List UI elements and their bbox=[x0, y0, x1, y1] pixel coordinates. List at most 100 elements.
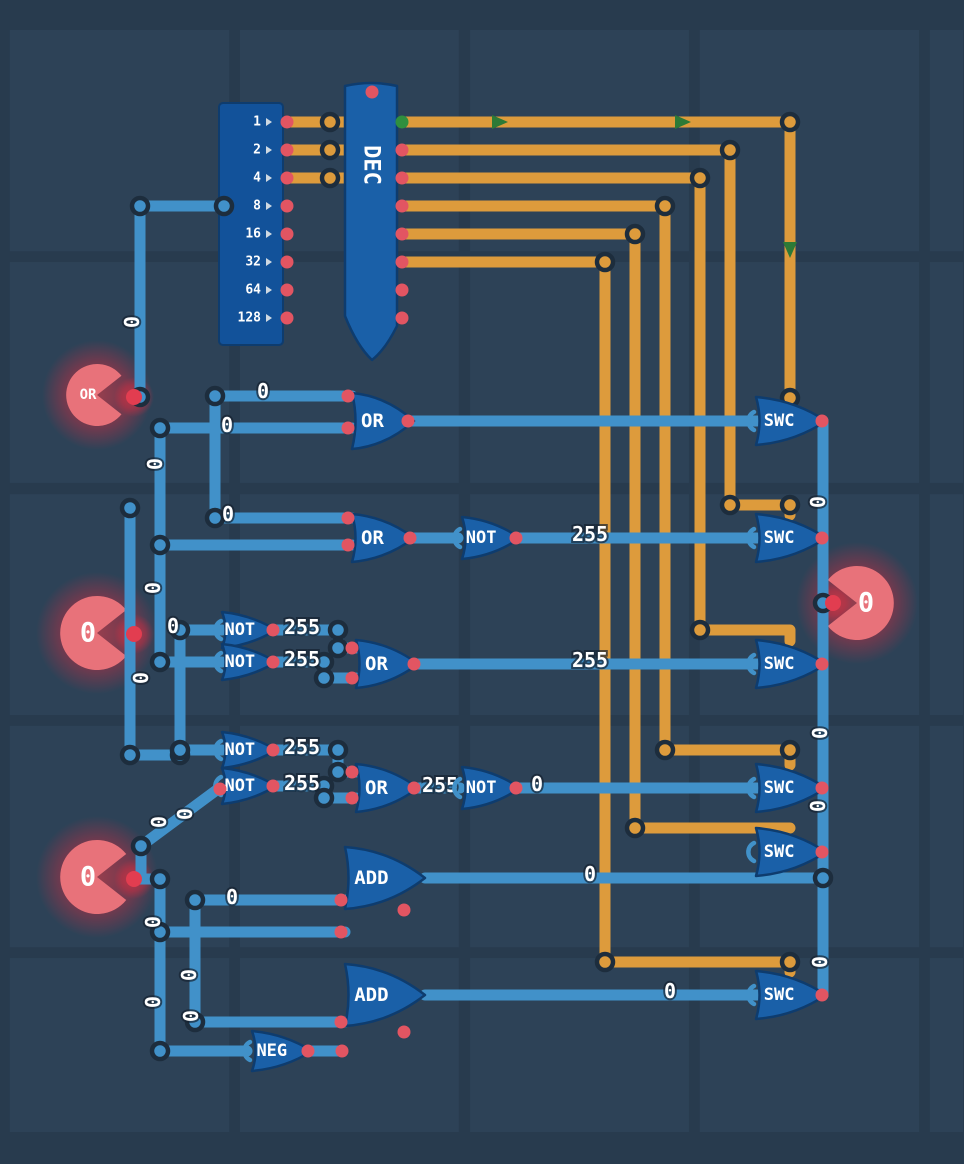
io-pad-pin-dot[interactable] bbox=[126, 389, 142, 405]
pin-dot[interactable] bbox=[280, 115, 294, 129]
pin-dot[interactable] bbox=[395, 283, 409, 297]
pin-dot[interactable] bbox=[341, 389, 355, 403]
wire-node[interactable] bbox=[313, 667, 335, 689]
gate-swc[interactable] bbox=[754, 826, 828, 878]
wire-node[interactable] bbox=[130, 835, 152, 857]
wire-node[interactable] bbox=[129, 195, 151, 217]
pin-dot[interactable] bbox=[815, 414, 829, 428]
wire-node[interactable] bbox=[149, 534, 171, 556]
io-pad[interactable] bbox=[66, 363, 122, 426]
pin-dot[interactable] bbox=[280, 227, 294, 241]
pin-dot[interactable] bbox=[407, 781, 421, 795]
pin-dot[interactable] bbox=[280, 199, 294, 213]
wire-node[interactable] bbox=[594, 251, 616, 273]
pin-dot[interactable] bbox=[403, 531, 417, 545]
wire-node[interactable] bbox=[654, 195, 676, 217]
pin-dot[interactable] bbox=[213, 782, 227, 796]
wire-node[interactable] bbox=[624, 817, 646, 839]
wire[interactable] bbox=[128, 200, 230, 403]
pin-dot[interactable] bbox=[815, 531, 829, 545]
pin-dot[interactable] bbox=[341, 538, 355, 552]
pin-dot[interactable] bbox=[280, 143, 294, 157]
pin-dot[interactable] bbox=[345, 641, 359, 655]
pin-dot[interactable] bbox=[334, 925, 348, 939]
pin-dot[interactable] bbox=[365, 85, 379, 99]
pin-dot[interactable] bbox=[280, 255, 294, 269]
pin-dot[interactable] bbox=[280, 311, 294, 325]
pin-dot[interactable] bbox=[397, 903, 411, 917]
pin-dot[interactable] bbox=[395, 227, 409, 241]
wire-node[interactable] bbox=[327, 637, 349, 659]
pin-dot[interactable] bbox=[395, 143, 409, 157]
wire-node[interactable] bbox=[184, 1011, 206, 1033]
wire-node[interactable] bbox=[327, 761, 349, 783]
wire-node[interactable] bbox=[654, 739, 676, 761]
io-pad[interactable] bbox=[60, 596, 127, 670]
io-pad[interactable] bbox=[60, 840, 127, 914]
pin-dot[interactable] bbox=[341, 511, 355, 525]
pin-dot[interactable] bbox=[280, 283, 294, 297]
pin-dot[interactable] bbox=[401, 414, 415, 428]
pin-dot[interactable] bbox=[341, 421, 355, 435]
decoder-input-block[interactable] bbox=[218, 102, 284, 346]
gate-or[interactable] bbox=[350, 391, 416, 451]
pin-dot-active[interactable] bbox=[395, 115, 409, 129]
gate-swc[interactable] bbox=[754, 638, 828, 690]
wire-node[interactable] bbox=[119, 744, 141, 766]
gate-swc[interactable] bbox=[754, 395, 828, 447]
wire-node[interactable] bbox=[149, 921, 171, 943]
pin-dot[interactable] bbox=[301, 1044, 315, 1058]
gate-swc[interactable] bbox=[754, 762, 828, 814]
wire-node[interactable] bbox=[319, 139, 341, 161]
gate-or[interactable] bbox=[354, 638, 420, 690]
gate-swc[interactable] bbox=[754, 969, 828, 1021]
gate-not[interactable] bbox=[220, 642, 278, 682]
pin-dot[interactable] bbox=[815, 988, 829, 1002]
wire-node[interactable] bbox=[689, 167, 711, 189]
gate-not[interactable] bbox=[460, 515, 522, 561]
wire-node[interactable] bbox=[327, 739, 349, 761]
gate-add[interactable] bbox=[343, 962, 427, 1028]
wire-node[interactable] bbox=[149, 651, 171, 673]
wire-node[interactable] bbox=[779, 494, 801, 516]
gate-or[interactable] bbox=[354, 762, 420, 814]
wire-node[interactable] bbox=[149, 1040, 171, 1062]
wire-node[interactable] bbox=[313, 787, 335, 809]
wire-node[interactable] bbox=[779, 739, 801, 761]
pin-dot[interactable] bbox=[815, 845, 829, 859]
wire[interactable] bbox=[209, 390, 358, 524]
pin-dot[interactable] bbox=[815, 657, 829, 671]
wire[interactable] bbox=[396, 228, 796, 834]
wire-node[interactable] bbox=[812, 867, 834, 889]
wire-node[interactable] bbox=[594, 951, 616, 973]
pin-dot[interactable] bbox=[395, 199, 409, 213]
gate-not[interactable] bbox=[220, 730, 278, 770]
pin-dot[interactable] bbox=[334, 893, 348, 907]
pin-dot[interactable] bbox=[266, 743, 280, 757]
pin-dot[interactable] bbox=[397, 1025, 411, 1039]
wire-node[interactable] bbox=[319, 167, 341, 189]
wire[interactable] bbox=[128, 873, 253, 1057]
pin-dot[interactable] bbox=[266, 779, 280, 793]
wire-node[interactable] bbox=[149, 417, 171, 439]
wire-node[interactable] bbox=[204, 385, 226, 407]
pin-dot[interactable] bbox=[266, 623, 280, 637]
pin-dot[interactable] bbox=[395, 255, 409, 269]
gate-add[interactable] bbox=[343, 845, 427, 911]
wire-node[interactable] bbox=[719, 494, 741, 516]
wire-node[interactable] bbox=[149, 868, 171, 890]
pin-dot[interactable] bbox=[509, 531, 523, 545]
pin-dot[interactable] bbox=[407, 657, 421, 671]
wire-node[interactable] bbox=[213, 195, 235, 217]
io-pad[interactable] bbox=[827, 566, 894, 641]
wire-node[interactable] bbox=[327, 619, 349, 641]
wire-node[interactable] bbox=[169, 619, 191, 641]
pin-dot[interactable] bbox=[815, 781, 829, 795]
pin-dot[interactable] bbox=[280, 171, 294, 185]
io-pad-pin-dot[interactable] bbox=[126, 871, 142, 887]
io-pad-pin-dot[interactable] bbox=[825, 595, 841, 611]
gate-not[interactable] bbox=[460, 765, 522, 811]
gate-dec[interactable] bbox=[343, 81, 399, 362]
gate-not[interactable] bbox=[220, 610, 278, 650]
wire-node[interactable] bbox=[319, 111, 341, 133]
